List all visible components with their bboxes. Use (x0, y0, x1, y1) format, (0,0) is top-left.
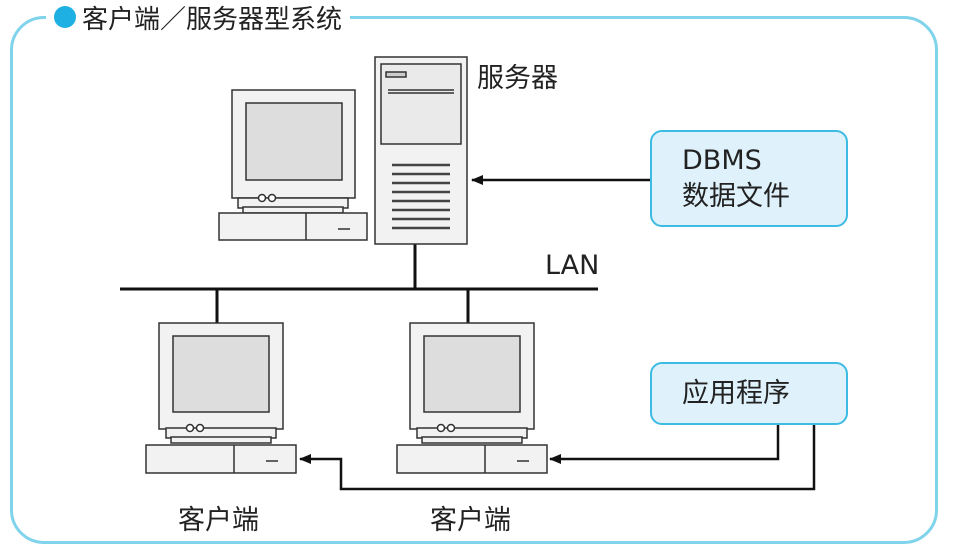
client-1-keyboard-unit (145, 444, 297, 474)
dbms-label: DBMS (682, 144, 762, 176)
server-monitor (218, 89, 368, 241)
server-keyboard-unit (218, 212, 368, 241)
client-1-computer (145, 322, 297, 474)
client-1-monitor-knob (185, 423, 195, 433)
diagram-title-text: 客户端／服务器型系统 (82, 4, 343, 35)
deployment-arrows (299, 175, 816, 491)
data-file-label: 数据文件 (682, 180, 790, 212)
server-label: 服务器 (477, 63, 558, 94)
application-program-box: 应用程序 (650, 362, 848, 425)
client-2-monitor-screen (423, 335, 521, 413)
client-2-label: 客户端 (430, 505, 511, 536)
client-2-monitor-knob (446, 423, 456, 433)
server-monitor-knob (257, 193, 267, 203)
lan-label: LAN (545, 250, 600, 281)
client-1-monitor-stand (170, 436, 272, 444)
server-tower-led (385, 71, 407, 78)
diagram-frame (10, 16, 938, 544)
client-2-keyboard-unit (396, 444, 548, 474)
bullet-dot-icon (54, 6, 76, 28)
client-1-monitor-screen (172, 335, 270, 413)
client-2-monitor-knob (436, 423, 446, 433)
client-1-label: 客户端 (178, 505, 259, 536)
app-to-client-2-arrow (549, 425, 780, 464)
application-program-label: 应用程序 (682, 377, 790, 409)
server-monitor-knob (267, 193, 277, 203)
lan-network-lines (120, 244, 598, 323)
client-2-computer (396, 322, 548, 474)
dbms-data-file-box: DBMS 数据文件 (650, 130, 848, 227)
app-to-client-1-arrow (299, 425, 816, 491)
server-monitor-screen (245, 102, 343, 181)
client-2-monitor-stand (421, 436, 523, 444)
server-monitor-stand (242, 206, 344, 214)
server-tower (374, 56, 468, 245)
client-1-monitor-knob (195, 423, 205, 433)
diagram-title: 客户端／服务器型系统 (46, 2, 351, 35)
